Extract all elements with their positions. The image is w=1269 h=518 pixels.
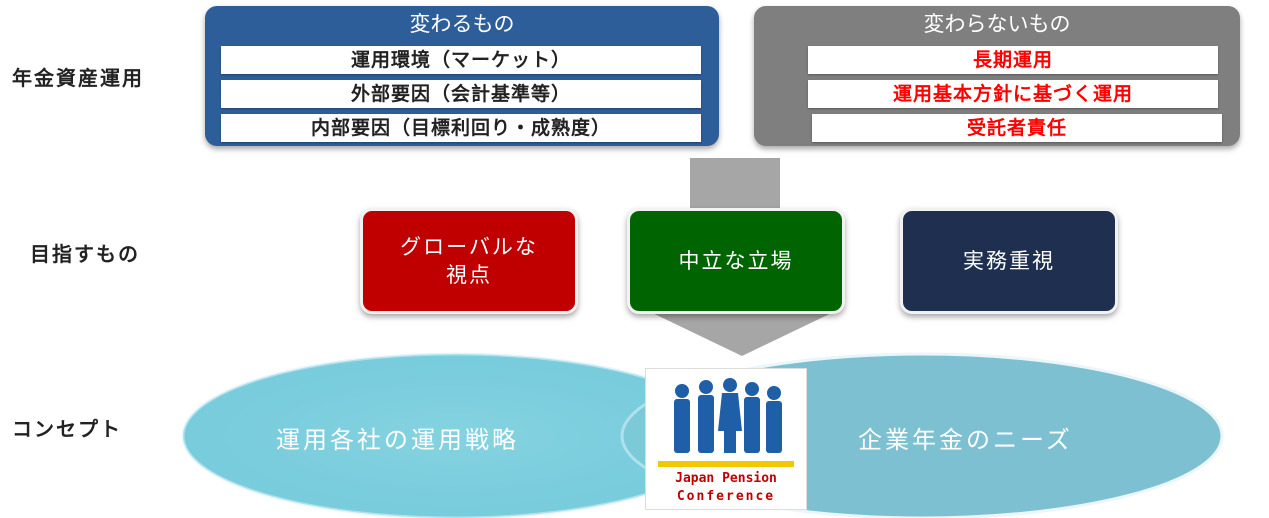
aim-label: 中立な立場 bbox=[678, 249, 794, 273]
aim-neutral-position: 中立な立場 bbox=[627, 208, 845, 314]
jpc-logo: Japan Pension Conference bbox=[645, 368, 807, 510]
changing-item: 外部要因（会計基準等） bbox=[221, 80, 701, 108]
changing-panel-title: 変わるもの bbox=[409, 12, 515, 36]
aim-practical-focus: 実務重視 bbox=[900, 208, 1118, 314]
down-arrow-top bbox=[690, 158, 780, 210]
changing-item: 運用環境（マーケット） bbox=[221, 46, 701, 74]
business-people-icon bbox=[658, 378, 794, 467]
aim-global-perspective: グローバルな 視点 bbox=[360, 208, 578, 314]
down-arrow-bottom-icon bbox=[642, 308, 842, 356]
unchanging-item: 運用基本方針に基づく運用 bbox=[808, 80, 1218, 108]
unchanging-panel: 変わらないもの 長期運用 運用基本方針に基づく運用 受託者責任 bbox=[754, 6, 1240, 146]
logo-line-2: Conference bbox=[676, 489, 776, 504]
row-label-aims: 目指すもの bbox=[30, 242, 140, 266]
concept-left-ellipse-overlay bbox=[183, 354, 727, 518]
concept-venn bbox=[181, 352, 1224, 518]
aim-label: 実務重視 bbox=[963, 249, 1055, 273]
unchanging-panel-title: 変わらないもの bbox=[923, 12, 1071, 36]
changing-panel: 変わるもの 運用環境（マーケット） 外部要因（会計基準等） 内部要因（目標利回り… bbox=[205, 6, 719, 146]
row-label-pension-asset-management: 年金資産運用 bbox=[12, 66, 144, 90]
concept-right-label: 企業年金のニーズ bbox=[858, 426, 1073, 454]
unchanging-item: 長期運用 bbox=[808, 46, 1218, 74]
changing-item: 内部要因（目標利回り・成熟度） bbox=[221, 114, 701, 142]
row-label-concept: コンセプト bbox=[12, 417, 122, 441]
concept-left-label: 運用各社の運用戦略 bbox=[276, 426, 519, 454]
aim-label: グローバルな 視点 bbox=[400, 235, 538, 287]
logo-line-1: Japan Pension bbox=[675, 471, 777, 486]
unchanging-item: 受託者責任 bbox=[812, 114, 1222, 142]
